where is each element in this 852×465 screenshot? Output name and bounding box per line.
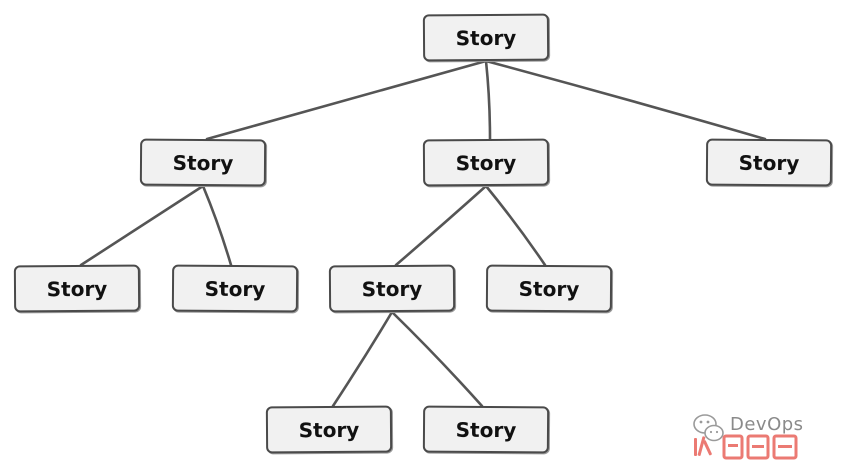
- node-l3-b[interactable]: Story: [422, 405, 550, 454]
- node-l1-b[interactable]: Story: [422, 138, 550, 187]
- node-l3-a[interactable]: Story: [265, 405, 393, 454]
- edge-root-to-l1-b: [484, 59, 492, 141]
- node-l2-c[interactable]: Story: [328, 264, 456, 313]
- node-l2-a[interactable]: Story: [13, 264, 141, 313]
- watermark-text: DevOps: [730, 414, 804, 435]
- watermark: DevOps: [690, 410, 840, 460]
- node-l2-b[interactable]: Story: [171, 264, 299, 313]
- edge-l2-c-to-l3-b: [390, 310, 484, 408]
- edge-l2-c-to-l3-a: [331, 310, 394, 408]
- edge-root-to-l1-a: [205, 59, 488, 141]
- edge-l1-a-to-l2-b: [201, 184, 233, 267]
- node-l1-c[interactable]: Story: [705, 138, 833, 187]
- edge-l1-b-to-l2-c: [394, 184, 488, 267]
- edge-l1-a-to-l2-a: [79, 184, 205, 267]
- node-l1-a[interactable]: Story: [139, 138, 267, 187]
- node-l2-d[interactable]: Story: [485, 264, 613, 313]
- wechat-icon: [693, 414, 724, 442]
- edge-l1-b-to-l2-d: [484, 184, 547, 267]
- edge-root-to-l1-c: [484, 59, 767, 141]
- node-root[interactable]: Story: [422, 13, 550, 62]
- watermark-logo-icon: [694, 434, 798, 460]
